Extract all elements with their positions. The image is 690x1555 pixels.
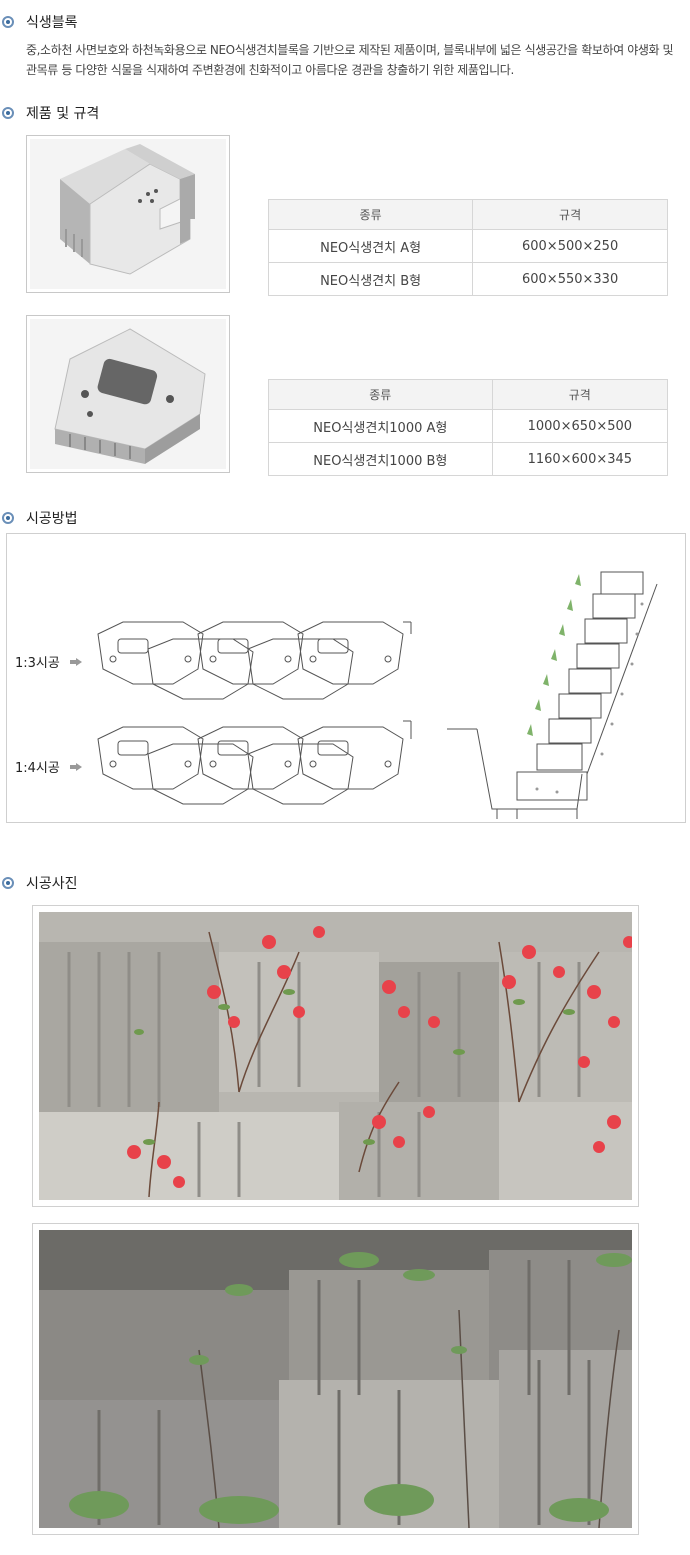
bullet-icon [2,107,14,119]
photo-2-image [39,1230,632,1528]
table-header-cell: 규격 [472,199,668,230]
section-title-text: 식생블록 [26,15,78,31]
table-row: NEO식생견치 B형 600×550×330 [267,262,668,296]
section-title-text: 시공사진 [26,876,78,892]
table-row: NEO식생견치1000 A형 1000×650×500 [268,409,669,443]
section-title-spec: 제품 및 규격 [0,103,99,123]
section-title-photos: 시공사진 [0,873,78,893]
arrow-right-icon [69,657,82,666]
table-cell: NEO식생견치1000 B형 [268,442,493,476]
section-title-block: 식생블록 [0,12,78,32]
table-header-row: 종류 규격 [268,379,669,410]
table-cell: 600×500×250 [472,229,668,263]
product-image-a [26,135,230,293]
table-row: NEO식생견치1000 B형 1160×600×345 [268,442,669,476]
method-label-1-3: 1:3시공 [15,652,82,671]
method-label-text: 1:4시공 [15,761,60,776]
bullet-icon [2,512,14,524]
bullet-icon [2,16,14,28]
layout-drawing-1-3 [97,621,412,700]
bullet-icon [2,877,14,889]
section-title-text: 시공방법 [26,511,78,527]
layout-drawing-1-4 [97,720,412,805]
table-header-cell: 종류 [268,379,493,410]
table-row: NEO식생견치 A형 600×500×250 [267,229,668,263]
table-cell: 1160×600×345 [491,442,669,476]
photo-1-image [39,912,632,1200]
section-title-text: 제품 및 규격 [26,106,100,122]
table-header-cell: 종류 [267,199,474,230]
table-cell: 1000×650×500 [491,409,669,443]
product-image-b [26,315,230,473]
construction-photo-1 [32,905,639,1207]
block-description: 중,소하천 사면보호와 하천녹화용으로 NEO식생견치블록을 기반으로 제작된 … [26,43,674,77]
spec-table-2: 종류 규격 NEO식생견치1000 A형 1000×650×500 NEO식생견… [268,379,669,476]
cross-section-drawing [447,571,658,819]
table-cell: NEO식생견치1000 A형 [268,409,493,443]
table-header-row: 종류 규격 [267,199,668,230]
block-a-illustration [30,139,226,289]
construction-method-diagram: 1:3시공 1:4시공 [6,533,686,823]
table-cell: 600×550×330 [472,262,668,296]
table-header-cell: 규격 [491,379,669,410]
arrow-right-icon [69,762,82,771]
block-b-illustration [30,319,226,469]
construction-photo-2 [32,1223,639,1535]
table-cell: NEO식생견치 B형 [267,262,474,296]
spec-table-1: 종류 규격 NEO식생견치 A형 600×500×250 NEO식생견치 B형 … [267,199,668,296]
table-cell: NEO식생견치 A형 [267,229,474,263]
method-label-text: 1:3시공 [15,656,60,671]
section-title-method: 시공방법 [0,508,78,528]
method-label-1-4: 1:4시공 [15,757,82,776]
